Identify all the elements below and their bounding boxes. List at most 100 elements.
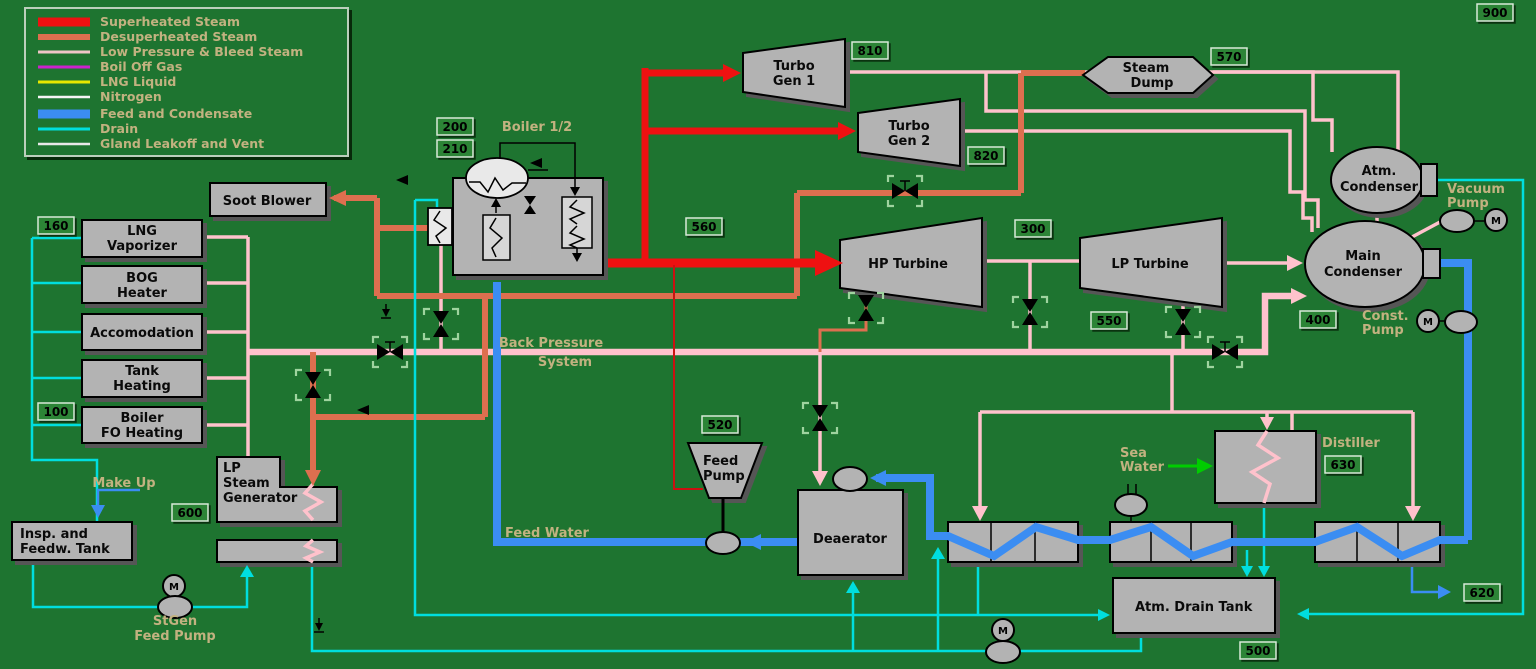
badge-200[interactable]: 200 (436, 117, 474, 136)
right-drain-line (1302, 178, 1525, 616)
badge-100[interactable]: 100 (37, 402, 75, 421)
turbo-gen-2[interactable] (857, 97, 961, 168)
badge-810[interactable]: 810 (851, 41, 889, 60)
badge-160[interactable]: 160 (37, 216, 75, 235)
const-pump[interactable] (1444, 310, 1478, 334)
badge-560[interactable]: 560 (685, 217, 723, 236)
back-pressure-line (248, 292, 1300, 356)
gland-steam-condenser[interactable] (427, 207, 453, 246)
lp-stgen-label3: Generator (223, 491, 298, 506)
svg-text:400: 400 (1305, 313, 1330, 327)
badge-500[interactable]: 500 (1239, 641, 1277, 660)
boiler-label: Boiler 1/2 (502, 120, 572, 135)
badge-630[interactable]: 630 (1324, 455, 1362, 474)
main-condenser[interactable] (1304, 220, 1426, 308)
badge-900[interactable]: 900 (1476, 3, 1514, 22)
arrow-distiller (1260, 417, 1274, 430)
valve-stgen-supply[interactable] (294, 368, 332, 402)
legend-label-gland: Gland Leakoff and Vent (100, 136, 264, 151)
vacuum-pump-motor[interactable] (1484, 208, 1508, 232)
badge-210[interactable]: 210 (436, 139, 474, 158)
atm-condenser-nozzle (1420, 163, 1438, 197)
bottom-drain-line (310, 562, 1143, 653)
tg2-exhaust-line (960, 129, 1314, 232)
lp-turbine-label: LP Turbine (1111, 257, 1188, 272)
badge-520[interactable]: 520 (701, 415, 739, 434)
turbo-gen-2-label2: Gen 2 (888, 134, 930, 149)
gland-condenser-coil (432, 210, 448, 244)
valve-back-pressure-left[interactable] (371, 335, 409, 369)
lp-turbine[interactable] (1079, 216, 1223, 309)
valve-deaerator-steam[interactable] (801, 401, 839, 435)
svg-text:560: 560 (691, 220, 716, 234)
svg-text:820: 820 (973, 149, 998, 163)
distiller-coil (1248, 430, 1282, 504)
svg-text:500: 500 (1245, 644, 1270, 658)
back-pressure-label: Back Pressure (499, 336, 603, 351)
valve-lp-bleed-2[interactable] (1164, 305, 1202, 339)
badge-400[interactable]: 400 (1299, 310, 1337, 329)
deaerator[interactable] (797, 489, 904, 576)
badge-570[interactable]: 570 (1210, 47, 1248, 66)
drain-symbol-1 (381, 304, 391, 319)
const-pump-label2: Pump (1362, 323, 1404, 338)
bleed-bundle-a (984, 72, 1320, 228)
const-pump-motor[interactable] (1416, 309, 1440, 333)
const-pump-label: Const. (1362, 309, 1409, 324)
bog-heater-label: BOG (126, 271, 158, 286)
riser-coil (489, 217, 504, 258)
pump-to-stgen-line (192, 570, 249, 609)
soot-blower[interactable] (209, 182, 327, 217)
superheated-steam-lines (603, 68, 840, 490)
distiller[interactable] (1214, 430, 1317, 504)
badge-300[interactable]: 300 (1014, 219, 1052, 238)
valve-dump-supply[interactable] (886, 174, 924, 208)
lp-steam-generator[interactable] (216, 456, 338, 523)
feed-pump-steam-line (673, 265, 703, 490)
vacuum-pump[interactable] (1439, 209, 1475, 233)
stgen-motor-label: M (169, 582, 179, 593)
svg-text:620: 620 (1469, 586, 1494, 600)
main-feed-pump[interactable] (705, 531, 741, 555)
feed-pump-turbine[interactable] (686, 442, 764, 499)
arrow-soot-blower (329, 190, 346, 206)
steam-dump-out-line (1213, 70, 1334, 152)
gland-vent-pot[interactable] (1114, 493, 1148, 517)
lng-vaporizer[interactable] (81, 219, 203, 258)
steam-dump[interactable] (1081, 56, 1215, 94)
badge-620[interactable]: 620 (1463, 583, 1501, 602)
hp-turbine[interactable] (839, 216, 983, 309)
legend-label-lng: LNG Liquid (100, 74, 176, 89)
valve-back-pressure-right[interactable] (1206, 335, 1244, 369)
badge-600[interactable]: 600 (171, 503, 209, 522)
steam-dump-label: Steam (1123, 61, 1170, 76)
drain-motor-label: M (998, 626, 1008, 637)
stgen-feed-pump[interactable] (157, 595, 193, 619)
lp-stgen-label2: Steam (223, 476, 270, 491)
insp-feedw-tank[interactable] (11, 521, 133, 561)
vacuum-pump-label2: Pump (1447, 196, 1489, 211)
atm-drain-tank[interactable] (1112, 577, 1276, 634)
legend-label-desuperheated: Desuperheated Steam (100, 29, 257, 44)
valve-gland-drain[interactable] (422, 307, 460, 341)
superheater-coil-1 (568, 199, 586, 225)
overlay-layer (91, 64, 1468, 633)
tank-heating[interactable] (81, 359, 203, 398)
valve-hp-bleed[interactable] (847, 291, 885, 325)
badge-820[interactable]: 820 (967, 146, 1005, 165)
arrow-sea-water (1197, 458, 1213, 474)
svg-text:550: 550 (1096, 314, 1121, 328)
steam-drum[interactable] (465, 157, 529, 199)
drain-pump[interactable] (985, 640, 1021, 664)
turbo-gen-1[interactable] (742, 37, 846, 109)
tank-heating-label2: Heating (113, 379, 171, 394)
accommodation-heater[interactable] (81, 313, 203, 351)
flow-arrow-3 (357, 405, 369, 415)
badge-550[interactable]: 550 (1090, 311, 1128, 330)
deaerator-head (832, 466, 868, 492)
arrow-tank-top-2 (1258, 566, 1270, 577)
bog-heater[interactable] (81, 265, 203, 304)
valve-lp-bleed-1[interactable] (1011, 295, 1049, 329)
main-condenser-label: Main (1345, 249, 1380, 264)
boiler-fo-heating[interactable] (81, 406, 203, 444)
